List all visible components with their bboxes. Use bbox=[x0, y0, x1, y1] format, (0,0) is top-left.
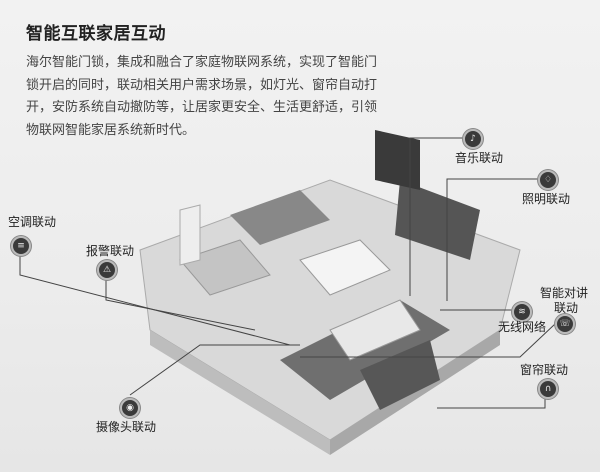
page-title: 智能互联家居互动 bbox=[26, 24, 166, 44]
music-note-icon: ♪ bbox=[463, 129, 483, 149]
curtain-icon: ∩ bbox=[538, 379, 558, 399]
wifi-label: 无线网络 bbox=[498, 320, 547, 334]
intercom-label-line1: 智能对讲 bbox=[540, 286, 589, 300]
air-conditioner-icon: ≡ bbox=[11, 236, 31, 256]
intercom-icon: ☏ bbox=[555, 314, 575, 334]
camera-icon: ◉ bbox=[120, 398, 140, 418]
alarm-linkage-label: 报警联动 bbox=[86, 244, 135, 258]
music-linkage-label: 音乐联动 bbox=[455, 151, 504, 165]
intercom-label-line2: 联动 bbox=[554, 301, 579, 315]
aircon-linkage-label: 空调联动 bbox=[8, 215, 57, 229]
description: 海尔智能门锁，集成和融合了家庭物联网系统，实现了智能门锁开启的同时，联动相关用户… bbox=[26, 55, 378, 138]
house-model bbox=[139, 130, 521, 455]
connector-lines bbox=[19, 137, 556, 409]
wifi-icon: ≋ bbox=[512, 302, 532, 322]
lighting-linkage-label: 照明联动 bbox=[522, 192, 571, 206]
camera-linkage-label: 摄像头联动 bbox=[96, 420, 157, 434]
curtain-linkage-label: 窗帘联动 bbox=[520, 363, 569, 377]
alarm-icon: ⚠ bbox=[97, 260, 117, 280]
intercom-linkage-label: 智能对讲联动 bbox=[540, 286, 588, 316]
lamp-icon: ♢ bbox=[538, 170, 558, 190]
